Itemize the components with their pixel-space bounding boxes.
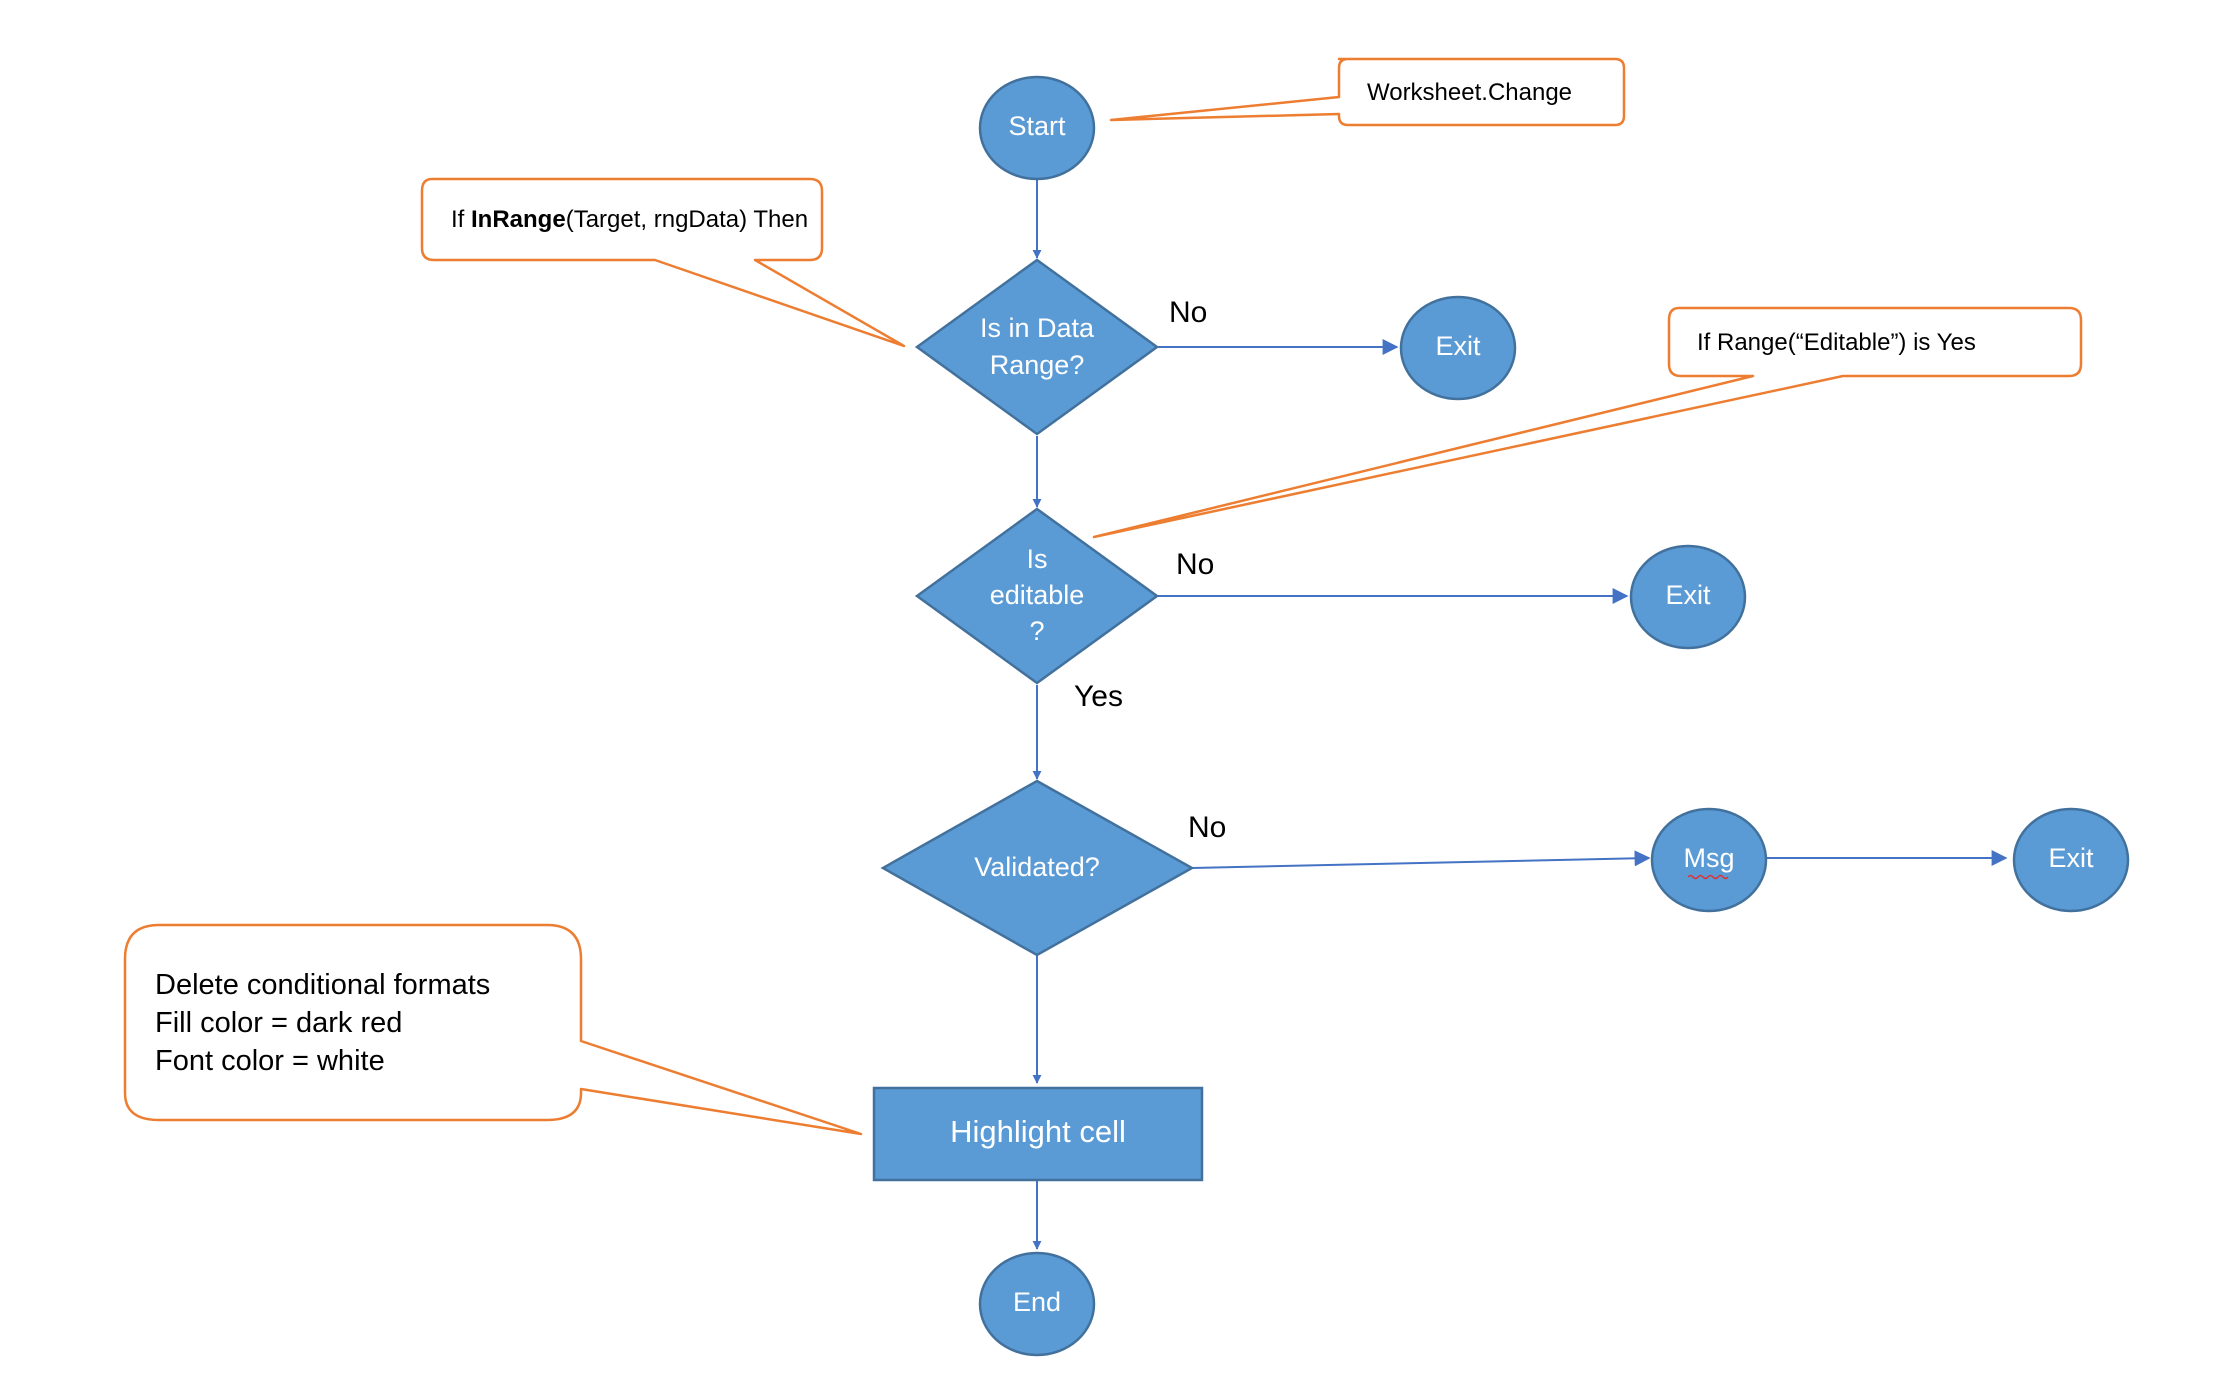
node-editable-line3: ? — [1029, 616, 1044, 646]
edge-label-data-range-no: No — [1169, 296, 1207, 329]
callout-editable: If Range(“Editable”) is Yes — [1092, 306, 2083, 539]
spellcheck-squiggle — [1687, 874, 1729, 880]
edge-label-editable-yes: Yes — [1074, 680, 1123, 713]
callout-inrange-prefix: If — [451, 206, 471, 233]
callout-highlight: Delete conditional formats Fill color = … — [123, 923, 863, 1136]
node-exit-1-label: Exit — [1435, 331, 1481, 361]
edges — [1032, 180, 2008, 1250]
callout-inrange-suffix: (Target, rngData) Then — [566, 206, 808, 233]
node-highlight-cell: Highlight cell — [872, 1086, 1204, 1182]
node-editable: Is editable ? — [914, 507, 1160, 685]
node-exit-3-label: Exit — [2048, 843, 2094, 873]
callout-highlight-line3: Font color = white — [155, 1045, 385, 1077]
node-exit-3: Exit — [2012, 807, 2130, 913]
callout-worksheet-change: Worksheet.Change — [1109, 57, 1626, 127]
node-end: End — [978, 1251, 1096, 1357]
node-exit-1: Exit — [1399, 295, 1517, 401]
callout-editable-text: If Range(“Editable”) is Yes — [1697, 329, 1976, 356]
node-validated-label: Validated? — [974, 852, 1100, 882]
node-exit-2: Exit — [1629, 544, 1747, 650]
callout-highlight-line1: Delete conditional formats — [155, 969, 490, 1001]
node-start: Start — [978, 75, 1096, 181]
node-validated: Validated? — [880, 779, 1195, 957]
node-data-range-line2: Range? — [990, 350, 1085, 380]
node-editable-line1: Is — [1026, 544, 1047, 574]
edge-label-editable-no: No — [1176, 548, 1214, 581]
callout-inrange-bold: InRange — [471, 206, 566, 233]
callout-highlight-line2: Fill color = dark red — [155, 1007, 402, 1039]
node-msg: Msg — [1650, 807, 1768, 913]
callout-inrange-text: If InRange(Target, rngData) Then — [451, 206, 808, 233]
node-editable-line2: editable — [990, 580, 1085, 610]
callout-inrange: If InRange(Target, rngData) Then — [420, 177, 906, 348]
node-end-label: End — [1013, 1287, 1061, 1317]
node-exit-2-label: Exit — [1665, 580, 1711, 610]
node-msg-label: Msg — [1683, 843, 1734, 873]
edge-label-validated-no: No — [1188, 811, 1226, 844]
node-start-label: Start — [1008, 111, 1066, 141]
callout-worksheet-change-text: Worksheet.Change — [1367, 79, 1572, 106]
edge-validated-to-msg — [1191, 850, 1651, 869]
node-data-range-line1: Is in Data — [980, 313, 1095, 343]
node-data-range: Is in Data Range? — [914, 258, 1160, 436]
node-highlight-cell-label: Highlight cell — [950, 1114, 1126, 1149]
